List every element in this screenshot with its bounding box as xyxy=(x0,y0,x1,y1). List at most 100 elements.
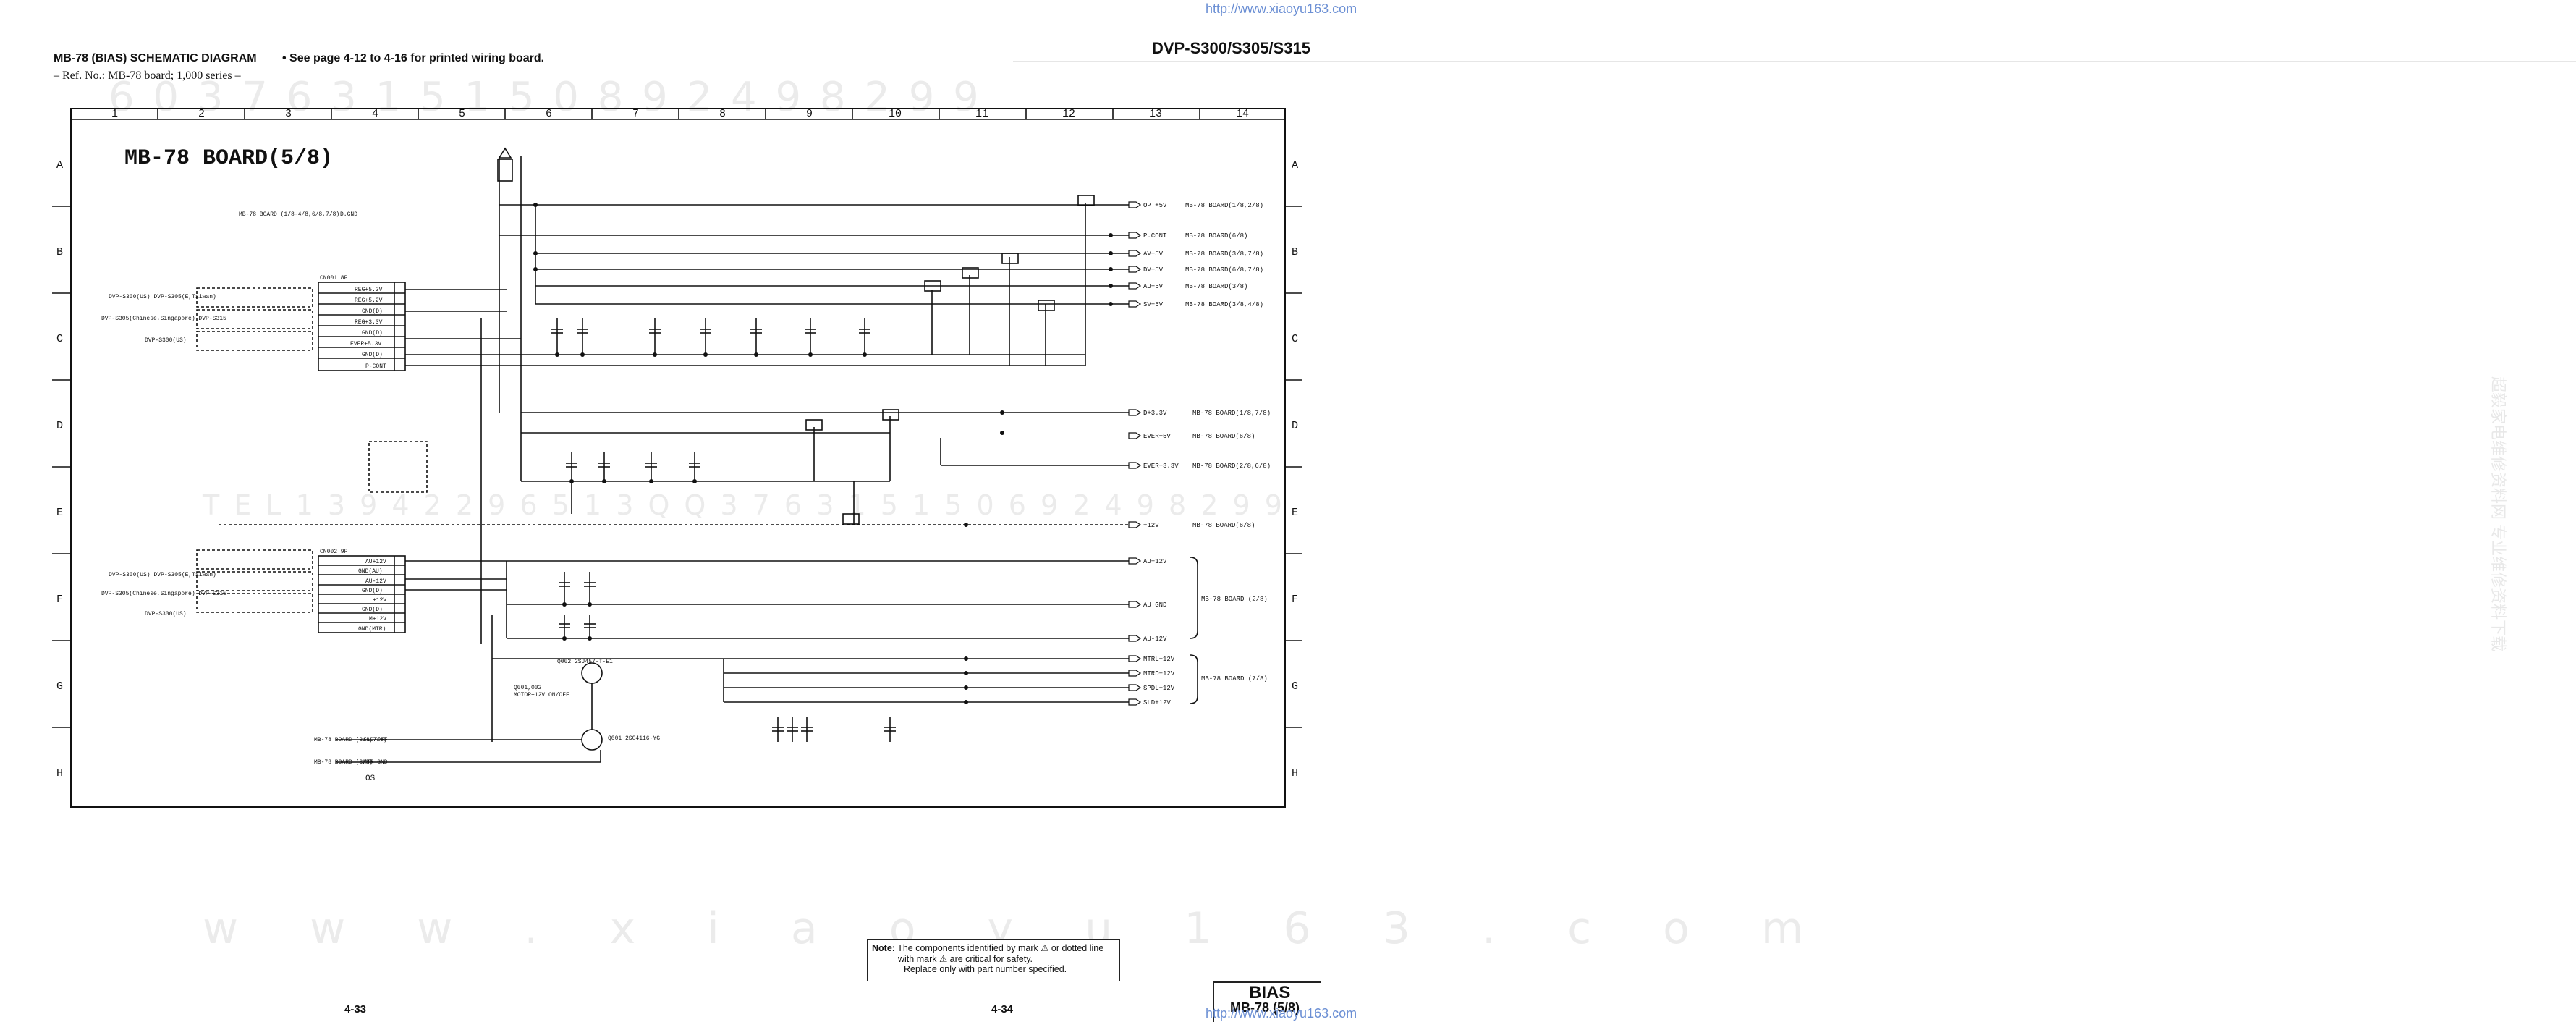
connector-ref-6: DVP-S300(US) xyxy=(145,611,187,617)
motor-switch-note: MOTOR+12V ON/OFF xyxy=(514,692,569,698)
out-net-7: D+3.3V xyxy=(1143,410,1167,417)
board-title: MB-78 BOARD(5/8) xyxy=(124,146,333,171)
cn001-pin-3: GND(D) xyxy=(362,308,383,315)
grid-col-12: 12 xyxy=(1062,108,1075,120)
grid-col-14: 14 xyxy=(1236,108,1249,120)
connector-ref-2: DVP-S305(Chinese,Singapore) DVP-S315 xyxy=(101,316,226,322)
header-rule xyxy=(1013,61,2576,62)
cn002-pin-8: GND(MTR) xyxy=(358,626,386,633)
out-net-2: P.CONT xyxy=(1143,232,1167,240)
out-dest-7: MB-78 BOARD(1/8,7/8) xyxy=(1192,410,1271,417)
out-dest-1: MB-78 BOARD(1/8,2/8) xyxy=(1185,202,1263,209)
cn001-pin-7: GND(D) xyxy=(362,352,383,358)
note-label: Note: xyxy=(872,943,895,953)
cn002-pin-1: AU+12V xyxy=(365,559,386,565)
connector-ref-3: DVP-S300(US) xyxy=(145,337,187,344)
cn002-pin-5: +12V xyxy=(373,597,386,604)
dgnd-label: D.GND xyxy=(340,211,357,218)
ref-number: – Ref. No.: MB-78 board; 1,000 series – xyxy=(54,69,241,82)
cn001-pin-5: GND(D) xyxy=(362,330,383,337)
section-board: MB-78 (5/8) xyxy=(1230,1000,1300,1015)
spin-src: MB-78 BOARD (3/8,7/8) xyxy=(314,737,387,743)
out-net-9: EVER+3.3V xyxy=(1143,463,1179,470)
connector-ref-4: DVP-S300(US) DVP-S305(E,Taiwan) xyxy=(109,572,216,578)
grid-col-8: 8 xyxy=(719,108,726,120)
grid-row-d-right: D xyxy=(1292,420,1298,432)
grid-row-f: F xyxy=(56,594,63,606)
grid-col-11: 11 xyxy=(975,108,988,120)
out-dest-3: MB-78 BOARD(3/8,7/8) xyxy=(1185,250,1263,258)
section-box xyxy=(1213,981,1321,1022)
grid-col-4: 4 xyxy=(372,108,378,120)
grid-row-d: D xyxy=(56,420,63,432)
out-net-12: AU_GND xyxy=(1143,601,1166,609)
section-title: BIAS xyxy=(1249,983,1291,1002)
grid-row-c-right: C xyxy=(1292,333,1298,345)
wiring-board-note: • See page 4-12 to 4-16 for printed wiri… xyxy=(282,52,545,64)
out-net-3: AV+5V xyxy=(1143,250,1164,258)
grid-row-e-right: E xyxy=(1292,507,1298,519)
out-net-11: AU+12V xyxy=(1143,558,1167,565)
out-net-8: EVER+5V xyxy=(1143,433,1171,440)
grid-col-13: 13 xyxy=(1149,108,1162,120)
cn001-pin-1: REG+5.2V xyxy=(355,287,383,293)
out-dest-6: MB-78 BOARD(3/8,4/8) xyxy=(1185,301,1263,308)
grid-col-3: 3 xyxy=(285,108,292,120)
model-number: DVP-S300/S305/S315 xyxy=(1152,39,1310,57)
q-pair-note: Q001,002 xyxy=(514,685,542,691)
out-dest-10: MB-78 BOARD(6/8) xyxy=(1192,522,1255,529)
out-dest-8: MB-78 BOARD(6/8) xyxy=(1192,433,1255,440)
out-dest-2: MB-78 BOARD(6/8) xyxy=(1185,232,1247,240)
q001-label: Q001 2SC4116-YG xyxy=(608,735,660,742)
cn001-pin-2: REG+5.2V xyxy=(355,297,383,304)
note-line-2: with mark ⚠ are critical for safety. xyxy=(898,953,1033,964)
out-net-4: DV+5V xyxy=(1143,266,1164,274)
out-dest-9: MB-78 BOARD(2/8,6/8) xyxy=(1192,463,1271,470)
grid-col-10: 10 xyxy=(889,108,902,120)
out-net-15: MTRD+12V xyxy=(1143,670,1175,677)
mtr-net: MTR_GND xyxy=(363,759,388,766)
grid-row-a: A xyxy=(56,159,63,172)
cn002-label: CN002 9P xyxy=(320,549,348,555)
grid-col-5: 5 xyxy=(459,108,465,120)
grid-row-h: H xyxy=(56,767,63,780)
out-dest-5: MB-78 BOARD(3/8) xyxy=(1185,283,1247,290)
connector-ref-5: DVP-S305(Chinese,Singapore) DVP-S315 xyxy=(101,591,226,597)
out-net-1: OPT+5V xyxy=(1143,202,1167,209)
grid-col-1: 1 xyxy=(111,108,118,120)
cn002-pin-6: GND(D) xyxy=(362,607,383,613)
grid-row-c: C xyxy=(56,333,63,345)
watermark-side: 超毅家电维修资料网 专业维修资料下载 xyxy=(2489,376,2507,652)
grid-col-2: 2 xyxy=(198,108,205,120)
out-net-6: SV+5V xyxy=(1143,301,1164,308)
note-line-1: The components identified by mark ⚠ or d… xyxy=(897,943,1104,953)
grid-row-g: G xyxy=(56,680,63,693)
grid-row-g-right: G xyxy=(1292,680,1298,693)
os-label: OS xyxy=(365,774,376,783)
safety-note: Note: The components identified by mark … xyxy=(867,939,1120,981)
cn001-pin-8: P-CONT xyxy=(365,363,386,370)
cn002-pin-7: M+12V xyxy=(369,616,386,622)
source-url-bottom[interactable]: http://www.xiaoyu163.com xyxy=(1206,1006,1357,1021)
grid-row-h-right: H xyxy=(1292,767,1298,780)
out-dest-4: MB-78 BOARD(6/8,7/8) xyxy=(1185,266,1263,274)
cn002-pin-4: GND(D) xyxy=(362,588,383,594)
cn001-pin-6: EVER+5.3V xyxy=(350,341,381,347)
grid-row-e: E xyxy=(56,507,63,519)
grid-col-6: 6 xyxy=(546,108,552,120)
page-number-right: 4-34 xyxy=(991,1003,1014,1015)
grid-row-a-right: A xyxy=(1292,159,1298,172)
page-title: MB-78 (BIAS) SCHEMATIC DIAGRAM xyxy=(54,52,257,64)
spin-net: SLD/OFF xyxy=(363,737,388,743)
note-line-3: Replace only with part number specified. xyxy=(904,964,1067,974)
out-dest-14: MB-78 BOARD (7/8) xyxy=(1201,675,1268,683)
out-net-16: SPDL+12V xyxy=(1143,685,1175,692)
source-url-top[interactable]: http://www.xiaoyu163.com xyxy=(1206,1,1357,16)
grid-row-b: B xyxy=(56,246,63,258)
grid-col-7: 7 xyxy=(632,108,639,120)
mb-input-ref: MB-78 BOARD (1/8-4/8,6/8,7/8) xyxy=(239,211,339,218)
cn001-label: CN001 8P xyxy=(320,275,348,282)
connector-ref-1: DVP-S300(US) DVP-S305(E,Taiwan) xyxy=(109,294,216,300)
out-net-5: AU+5V xyxy=(1143,283,1164,290)
mtr-src: MB-78 BOARD (3/8) xyxy=(314,759,373,766)
